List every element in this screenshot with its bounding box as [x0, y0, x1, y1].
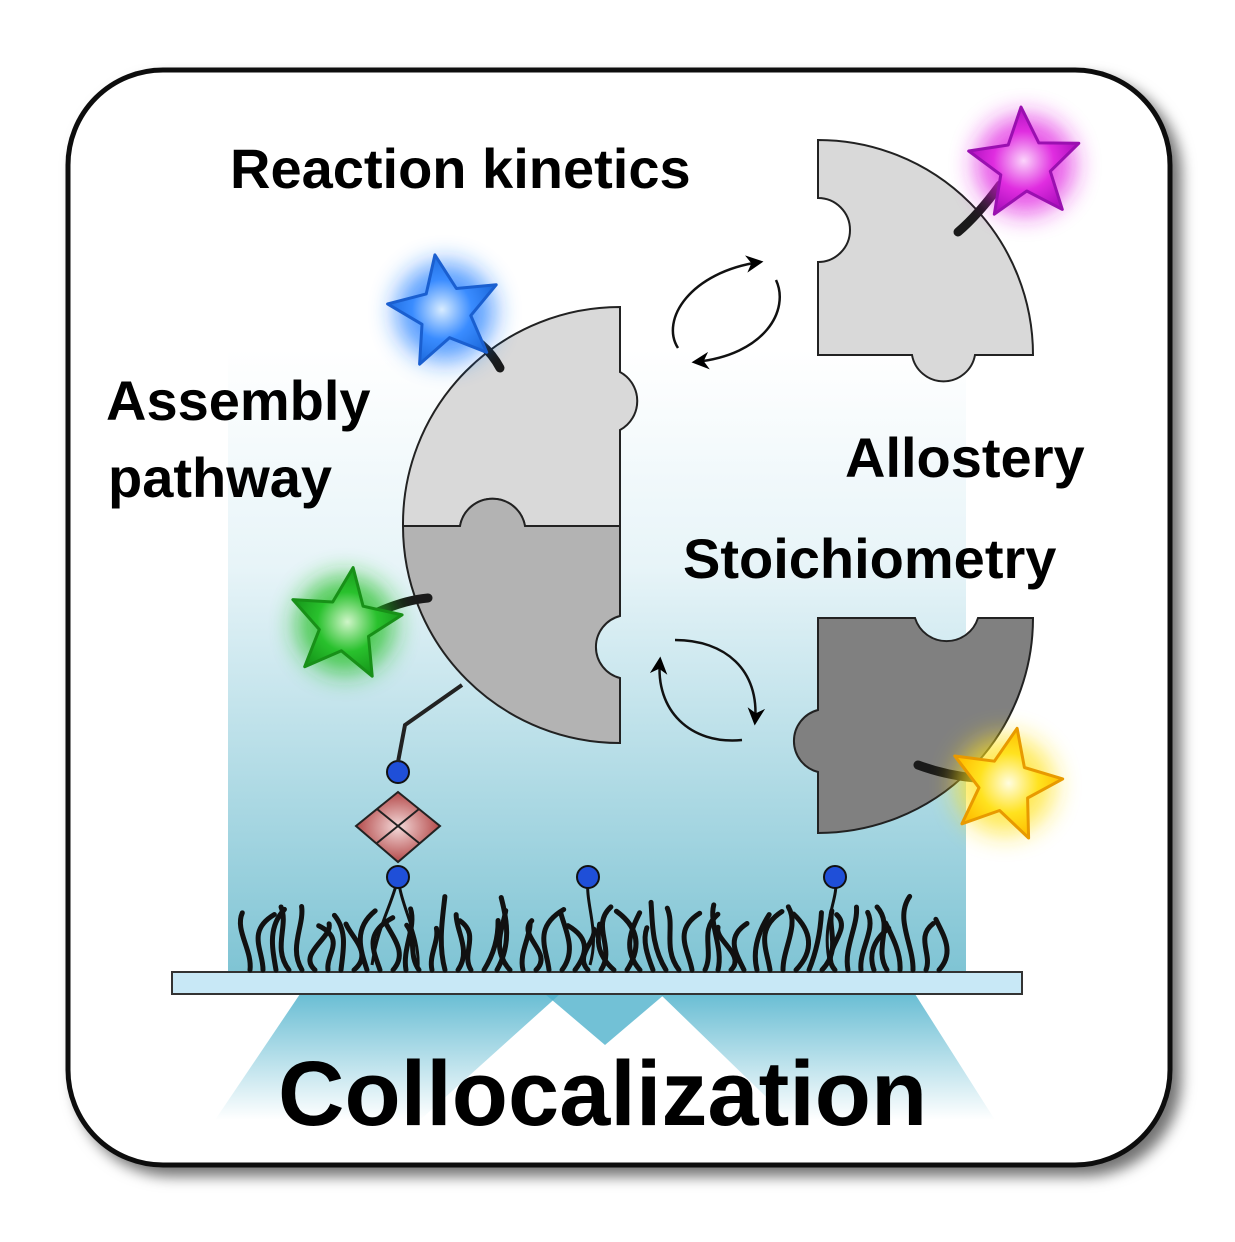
polymer-strand [382, 919, 402, 973]
polymer-strand [731, 920, 750, 973]
complex-linker [396, 683, 464, 763]
polymer-strand [428, 925, 440, 973]
polymer-strand [762, 909, 785, 973]
polymer-strand [648, 899, 669, 973]
polymer-strand [664, 905, 682, 973]
polymer-strand [237, 910, 253, 973]
polymer-strand [269, 906, 287, 973]
polymer-strand [457, 918, 474, 973]
polymer-strand [752, 912, 772, 973]
polymer-strand [331, 912, 347, 973]
polymer-strand [316, 923, 336, 973]
polymer-strand [481, 918, 501, 973]
label-collocalization: Collocalization [278, 1043, 927, 1145]
polymer-strand [541, 906, 567, 973]
label-allostery: Allostery [845, 426, 1085, 489]
polymer-strand [922, 921, 936, 973]
polymer-strand [901, 893, 916, 973]
polymer-strand [933, 916, 950, 973]
polymer-strand [858, 909, 873, 973]
cycle-arrow-icon [649, 638, 766, 742]
linker-bead [386, 760, 410, 784]
polymer-strand [307, 921, 332, 973]
polymer-strand [874, 904, 890, 973]
polymer-strand [780, 904, 795, 973]
surface-bead [386, 865, 410, 889]
puzzle-piece-free-top [817, 138, 1035, 383]
polymer-strand [715, 924, 738, 973]
puzzle-piece-bottom-left [401, 497, 621, 745]
magenta-star-shape [967, 105, 1081, 216]
polymer-strand [642, 925, 656, 973]
polymer-strand [844, 904, 859, 973]
yellow-star-icon [953, 726, 1065, 840]
illumination-cones [215, 994, 995, 1120]
green-star-icon [291, 566, 404, 678]
surface-bead [576, 865, 600, 889]
polymer-strand [806, 910, 824, 973]
polymer-strand [565, 923, 587, 973]
polymer-strand [681, 910, 703, 973]
green-star-shape [291, 566, 404, 678]
cycle-arrow-icon [671, 255, 781, 370]
label-assembly: Assembly [106, 369, 371, 432]
polymer-strand [595, 921, 617, 973]
polymer-strand [293, 903, 305, 973]
polymer-strand [453, 912, 467, 973]
polymer-strand [357, 908, 378, 973]
polymer-strand [710, 902, 722, 973]
polymer-strand [613, 908, 639, 973]
polymer-strand [627, 910, 643, 973]
polymer-strand [494, 895, 510, 973]
blue-star-icon [386, 253, 498, 366]
label-pathway: pathway [108, 446, 332, 509]
polymer-strand [883, 920, 903, 973]
polymer-strand [278, 904, 292, 973]
anchor-icon [354, 790, 442, 864]
polymer-strand [438, 894, 448, 973]
blue-star-shape [386, 253, 498, 366]
label-stoichiometry: Stoichiometry [683, 527, 1056, 590]
magenta-star-icon [967, 105, 1081, 216]
polymer-strand [790, 911, 812, 973]
polymer-strand [558, 911, 572, 973]
polymer-strand [525, 918, 544, 973]
polymer-strand [827, 912, 844, 973]
yellow-star-shape [953, 726, 1065, 840]
polymer-strand [255, 911, 277, 973]
glass-surface [171, 971, 1023, 995]
label-reaction-kinetics: Reaction kinetics [230, 137, 691, 200]
polymer-strand [402, 906, 415, 973]
polymer-strand [496, 908, 513, 973]
surface-bead [823, 865, 847, 889]
